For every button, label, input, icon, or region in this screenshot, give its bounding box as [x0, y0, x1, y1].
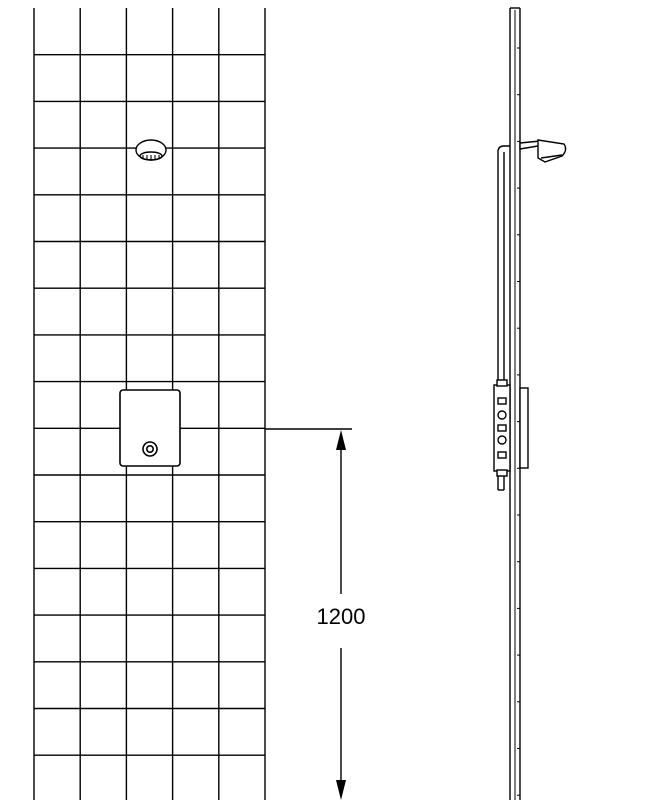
- height-dimension: [265, 428, 352, 800]
- dimension-label: 1200: [317, 604, 366, 629]
- control-unit-side: [493, 379, 529, 477]
- control-panel-front: [119, 389, 181, 467]
- side-view: [493, 7, 567, 800]
- rail-ticks: [517, 47, 520, 796]
- riser-pipe: [497, 145, 510, 490]
- control-knob-icon: [142, 441, 158, 457]
- shower-head-side-icon: [519, 139, 567, 163]
- shower-head-front-icon: [135, 139, 167, 161]
- tile-grid: [33, 8, 266, 800]
